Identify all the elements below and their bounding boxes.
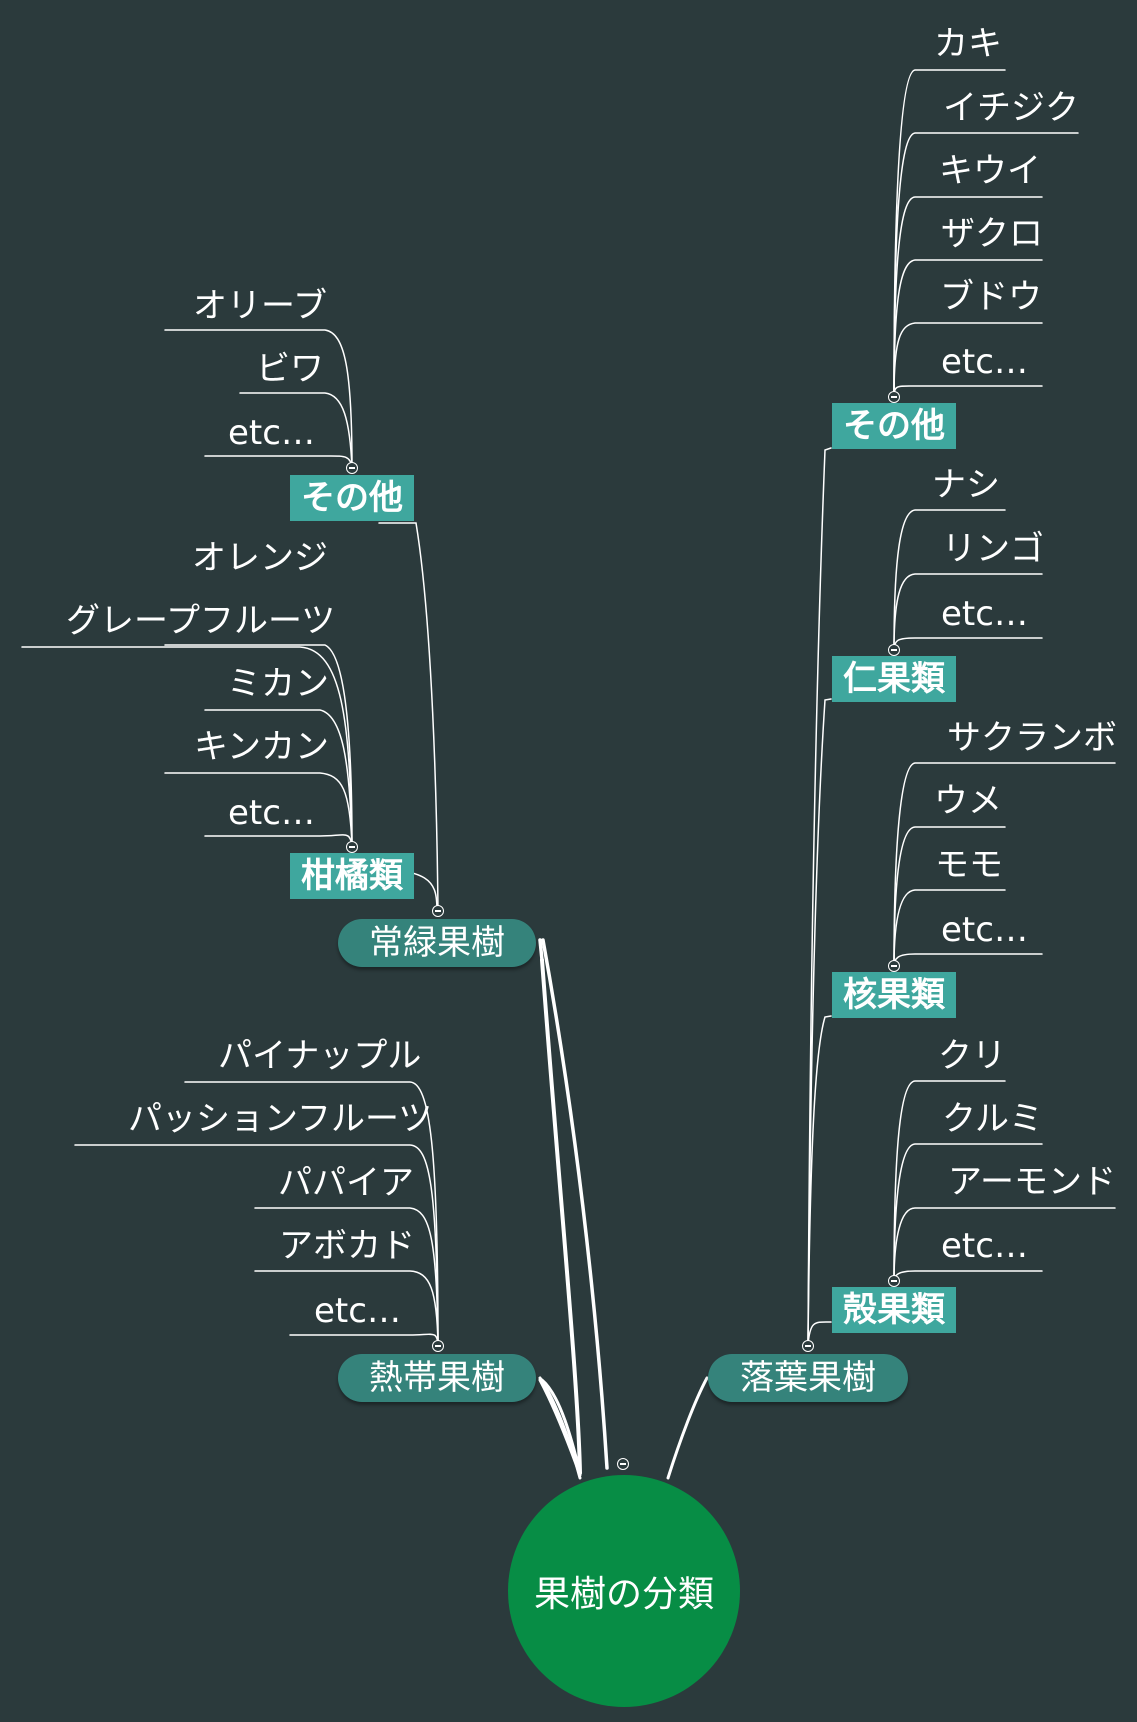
branch-evergreen-label: 常緑果樹 (369, 923, 505, 963)
leaf-item[interactable]: ウメ (934, 781, 1002, 821)
category-pome-collapse-icon[interactable] (888, 644, 900, 656)
leaf-item[interactable]: クルミ (942, 1099, 1043, 1139)
category-stone-label: 核果類 (843, 975, 945, 1015)
leaf-item[interactable]: etc… (228, 413, 315, 453)
leaf-item[interactable]: etc… (941, 1226, 1028, 1266)
category-citrus[interactable]: 柑橘類 (290, 853, 414, 899)
leaf-item[interactable]: etc… (314, 1291, 401, 1331)
leaf-item[interactable]: グレープフルーツ (66, 601, 336, 641)
category-evergreen-other-collapse-icon[interactable] (346, 462, 358, 474)
leaf-item[interactable]: アボカド (279, 1226, 415, 1266)
category-pome-label: 仁果類 (843, 659, 945, 699)
leaf-item[interactable]: ナシ (932, 465, 1000, 505)
leaf-item[interactable]: etc… (941, 342, 1028, 382)
leaf-item[interactable]: モモ (935, 845, 1003, 885)
leaf-item[interactable]: カキ (934, 24, 1002, 64)
branch-tropical-collapse-icon[interactable] (432, 1340, 444, 1352)
leaf-item[interactable]: ビワ (256, 349, 324, 389)
leaf-item[interactable]: パッションフルーツ (128, 1099, 433, 1139)
leaf-item[interactable]: アーモンド (948, 1162, 1116, 1202)
category-citrus-label: 柑橘類 (301, 856, 403, 896)
leaf-item[interactable]: ミカン (227, 664, 329, 704)
branch-deciduous[interactable]: 落葉果樹 (708, 1354, 908, 1402)
leaf-item[interactable]: サクランボ (947, 718, 1117, 758)
branch-tropical-label: 熱帯果樹 (369, 1358, 505, 1398)
leaf-item[interactable]: リンゴ (942, 529, 1044, 569)
root-collapse-icon[interactable] (617, 1458, 629, 1470)
category-stone[interactable]: 核果類 (832, 972, 956, 1018)
leaf-item[interactable]: イチジク (943, 88, 1079, 128)
branch-deciduous-collapse-icon[interactable] (802, 1340, 814, 1352)
root-label: 果樹の分類 (533, 1574, 714, 1615)
category-deciduous-other[interactable]: その他 (832, 403, 956, 449)
leaf-item[interactable]: etc… (941, 910, 1028, 950)
category-nut-collapse-icon[interactable] (888, 1275, 900, 1287)
leaf-item[interactable]: キウイ (939, 151, 1041, 191)
category-nut-label: 殻果類 (843, 1290, 945, 1330)
leaf-item[interactable]: etc… (941, 594, 1028, 634)
branch-evergreen-collapse-icon[interactable] (432, 905, 444, 917)
leaf-item[interactable]: オレンジ (192, 538, 328, 578)
root-node[interactable]: 果樹の分類 (508, 1475, 740, 1707)
branch-tropical[interactable]: 熱帯果樹 (338, 1354, 536, 1402)
leaf-item[interactable]: etc… (228, 793, 315, 833)
branch-deciduous-label: 落葉果樹 (740, 1358, 876, 1398)
leaf-item[interactable]: クリ (938, 1036, 1006, 1076)
category-nut[interactable]: 殻果類 (832, 1287, 956, 1333)
category-evergreen-other[interactable]: その他 (290, 475, 414, 521)
leaf-item[interactable]: パパイア (278, 1163, 414, 1203)
leaf-item[interactable]: パイナップル (218, 1036, 422, 1076)
category-stone-collapse-icon[interactable] (888, 960, 900, 972)
category-deciduous-other-label: その他 (843, 406, 945, 446)
leaf-item[interactable]: キンカン (194, 727, 329, 767)
leaf-item[interactable]: ブドウ (940, 277, 1042, 317)
category-evergreen-other-label: その他 (301, 478, 403, 518)
category-citrus-collapse-icon[interactable] (346, 841, 358, 853)
category-pome[interactable]: 仁果類 (832, 656, 956, 702)
leaf-item[interactable]: オリーブ (193, 286, 327, 326)
leaf-item[interactable]: ザクロ (941, 214, 1043, 254)
branch-evergreen[interactable]: 常緑果樹 (338, 919, 536, 967)
category-deciduous-other-collapse-icon[interactable] (888, 391, 900, 403)
